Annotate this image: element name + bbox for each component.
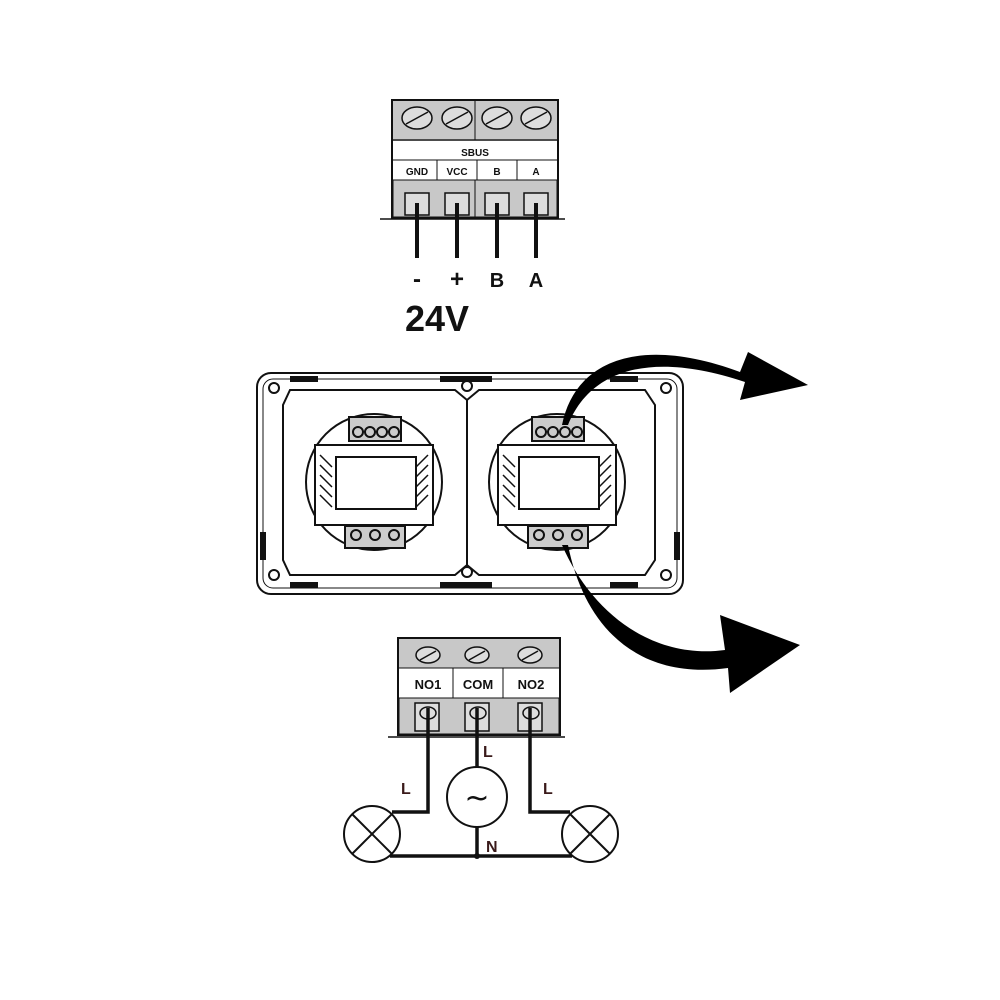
wire-label-a: A [529, 270, 543, 292]
voltage-label: 24V [405, 298, 469, 339]
terminal-label-no1: NO1 [415, 677, 442, 692]
terminal-label-com: COM [463, 677, 493, 692]
wire-label-no2: L [543, 781, 553, 798]
wire-label-minus: - [413, 266, 421, 293]
terminal-label-no2: NO2 [518, 677, 545, 692]
load-wires [390, 708, 572, 858]
vent-slots [260, 376, 680, 588]
sbus-connector: SBUS GND VCC B A - + B A 24V [380, 99, 565, 339]
terminal-label-a: A [532, 167, 539, 178]
wire-label-b: B [490, 270, 504, 292]
screw-icons [401, 106, 552, 130]
wire-label-plus: + [450, 266, 464, 293]
module-left [305, 413, 443, 551]
svg-text:~: ~ [464, 781, 489, 816]
module-right [488, 413, 626, 551]
lamp-icon-right [561, 805, 619, 863]
arrow-to-relay [562, 545, 800, 693]
relay-connector: NO1 COM NO2 ~ L L L N [343, 637, 619, 863]
ac-source-icon: ~ [446, 766, 508, 828]
wire-label-no1: L [401, 781, 411, 798]
lamp-icon-left [343, 805, 401, 863]
sbus-wires [415, 203, 538, 258]
terminal-label-vcc: VCC [446, 167, 467, 178]
terminal-label-gnd: GND [406, 167, 428, 178]
sbus-header: SBUS [461, 148, 489, 159]
arrow-to-sbus [562, 352, 808, 425]
double-switch-frame [256, 372, 684, 595]
terminal-label-b: B [493, 167, 500, 178]
wire-label-neutral: N [486, 839, 498, 856]
wire-label-com: L [483, 744, 493, 761]
screw-icons [415, 646, 543, 664]
